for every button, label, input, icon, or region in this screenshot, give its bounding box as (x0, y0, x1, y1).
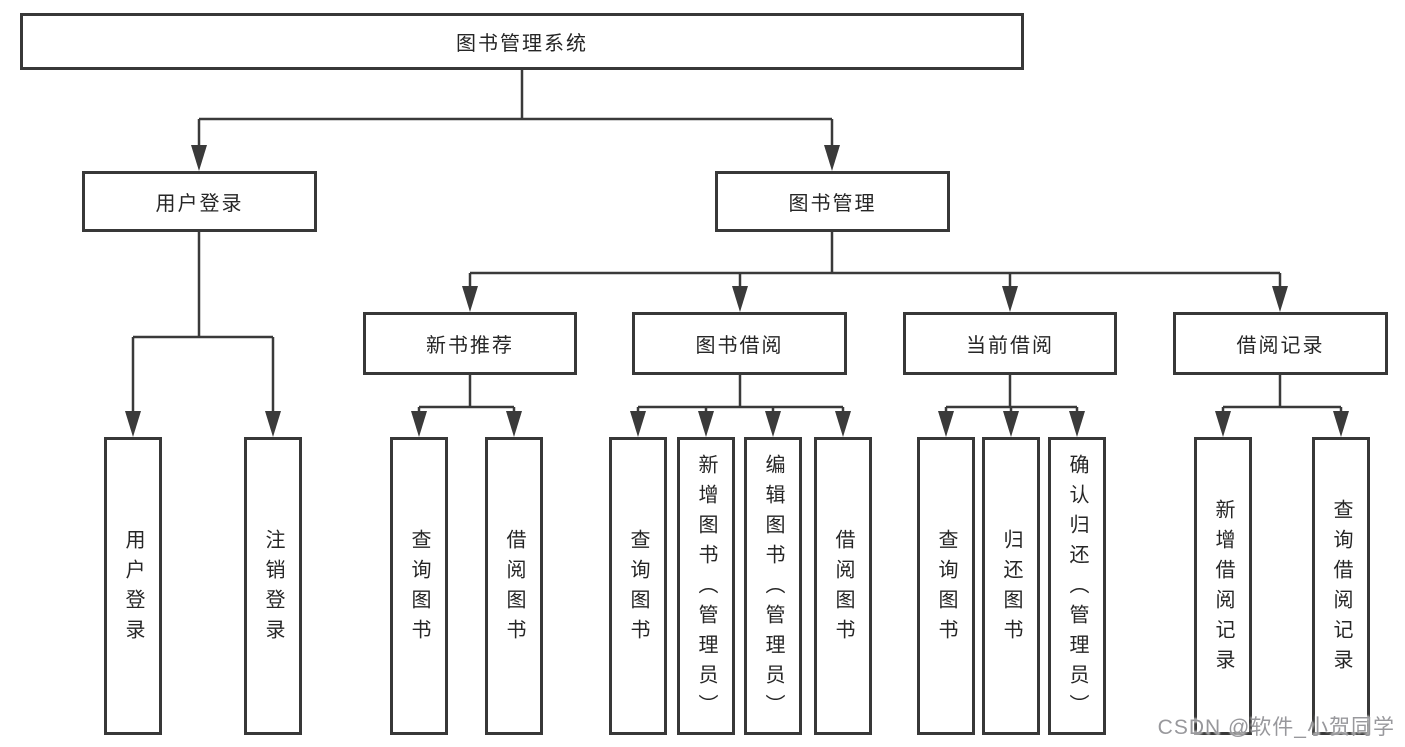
arrowhead (506, 411, 522, 437)
leaf-return-book: 归还图书 (982, 437, 1040, 735)
node-borrow-record: 借阅记录 (1173, 312, 1388, 375)
arrowhead (1069, 411, 1085, 437)
node-new-book-recommend: 新书推荐 (363, 312, 577, 375)
connector-root-to-level1 (197, 70, 834, 149)
arrowhead (191, 145, 207, 171)
node-book-borrow: 图书借阅 (632, 312, 847, 375)
arrowhead (732, 286, 748, 312)
node-root-system: 图书管理系统 (20, 13, 1024, 70)
connector-borrow-to-leaves (636, 375, 845, 414)
connector-record-to-leaves (1221, 375, 1343, 414)
arrowhead (1333, 411, 1349, 437)
leaf-recommend-borrow-book: 借阅图书 (485, 437, 543, 735)
arrowhead (1002, 286, 1018, 312)
node-current-borrow: 当前借阅 (903, 312, 1117, 375)
arrowhead (698, 411, 714, 437)
arrowhead (938, 411, 954, 437)
node-book-manage: 图书管理 (715, 171, 950, 232)
leaf-recommend-query-book: 查询图书 (390, 437, 448, 735)
arrowhead (765, 411, 781, 437)
node-user-login: 用户登录 (82, 171, 317, 232)
connector-manage-to-level2 (468, 232, 1282, 291)
leaf-borrow-book: 借阅图书 (814, 437, 872, 735)
arrowhead (125, 411, 141, 437)
connector-login-to-leaves (131, 232, 275, 414)
arrowhead (1272, 286, 1288, 312)
arrowhead (411, 411, 427, 437)
leaf-add-book-admin: 新增图书（管理员） (677, 437, 735, 735)
connector-current-to-leaves (944, 375, 1079, 414)
arrowhead (824, 145, 840, 171)
leaf-current-query-book: 查询图书 (917, 437, 975, 735)
arrowhead (1003, 411, 1019, 437)
leaf-logout: 注销登录 (244, 437, 302, 735)
arrowhead (835, 411, 851, 437)
leaf-user-login: 用户登录 (104, 437, 162, 735)
csdn-watermark: CSDN @软件_小贺同学 (1157, 716, 1395, 739)
leaf-borrow-query-book: 查询图书 (609, 437, 667, 735)
leaf-confirm-return-admin: 确认归还（管理员） (1048, 437, 1106, 735)
leaf-add-borrow-record: 新增借阅记录 (1194, 437, 1252, 735)
arrowhead (462, 286, 478, 312)
connector-recommend-to-leaves (417, 375, 516, 414)
arrowhead (1215, 411, 1231, 437)
arrowhead (630, 411, 646, 437)
leaf-edit-book-admin: 编辑图书（管理员） (744, 437, 802, 735)
arrowhead (265, 411, 281, 437)
leaf-query-borrow-record: 查询借阅记录 (1312, 437, 1370, 735)
